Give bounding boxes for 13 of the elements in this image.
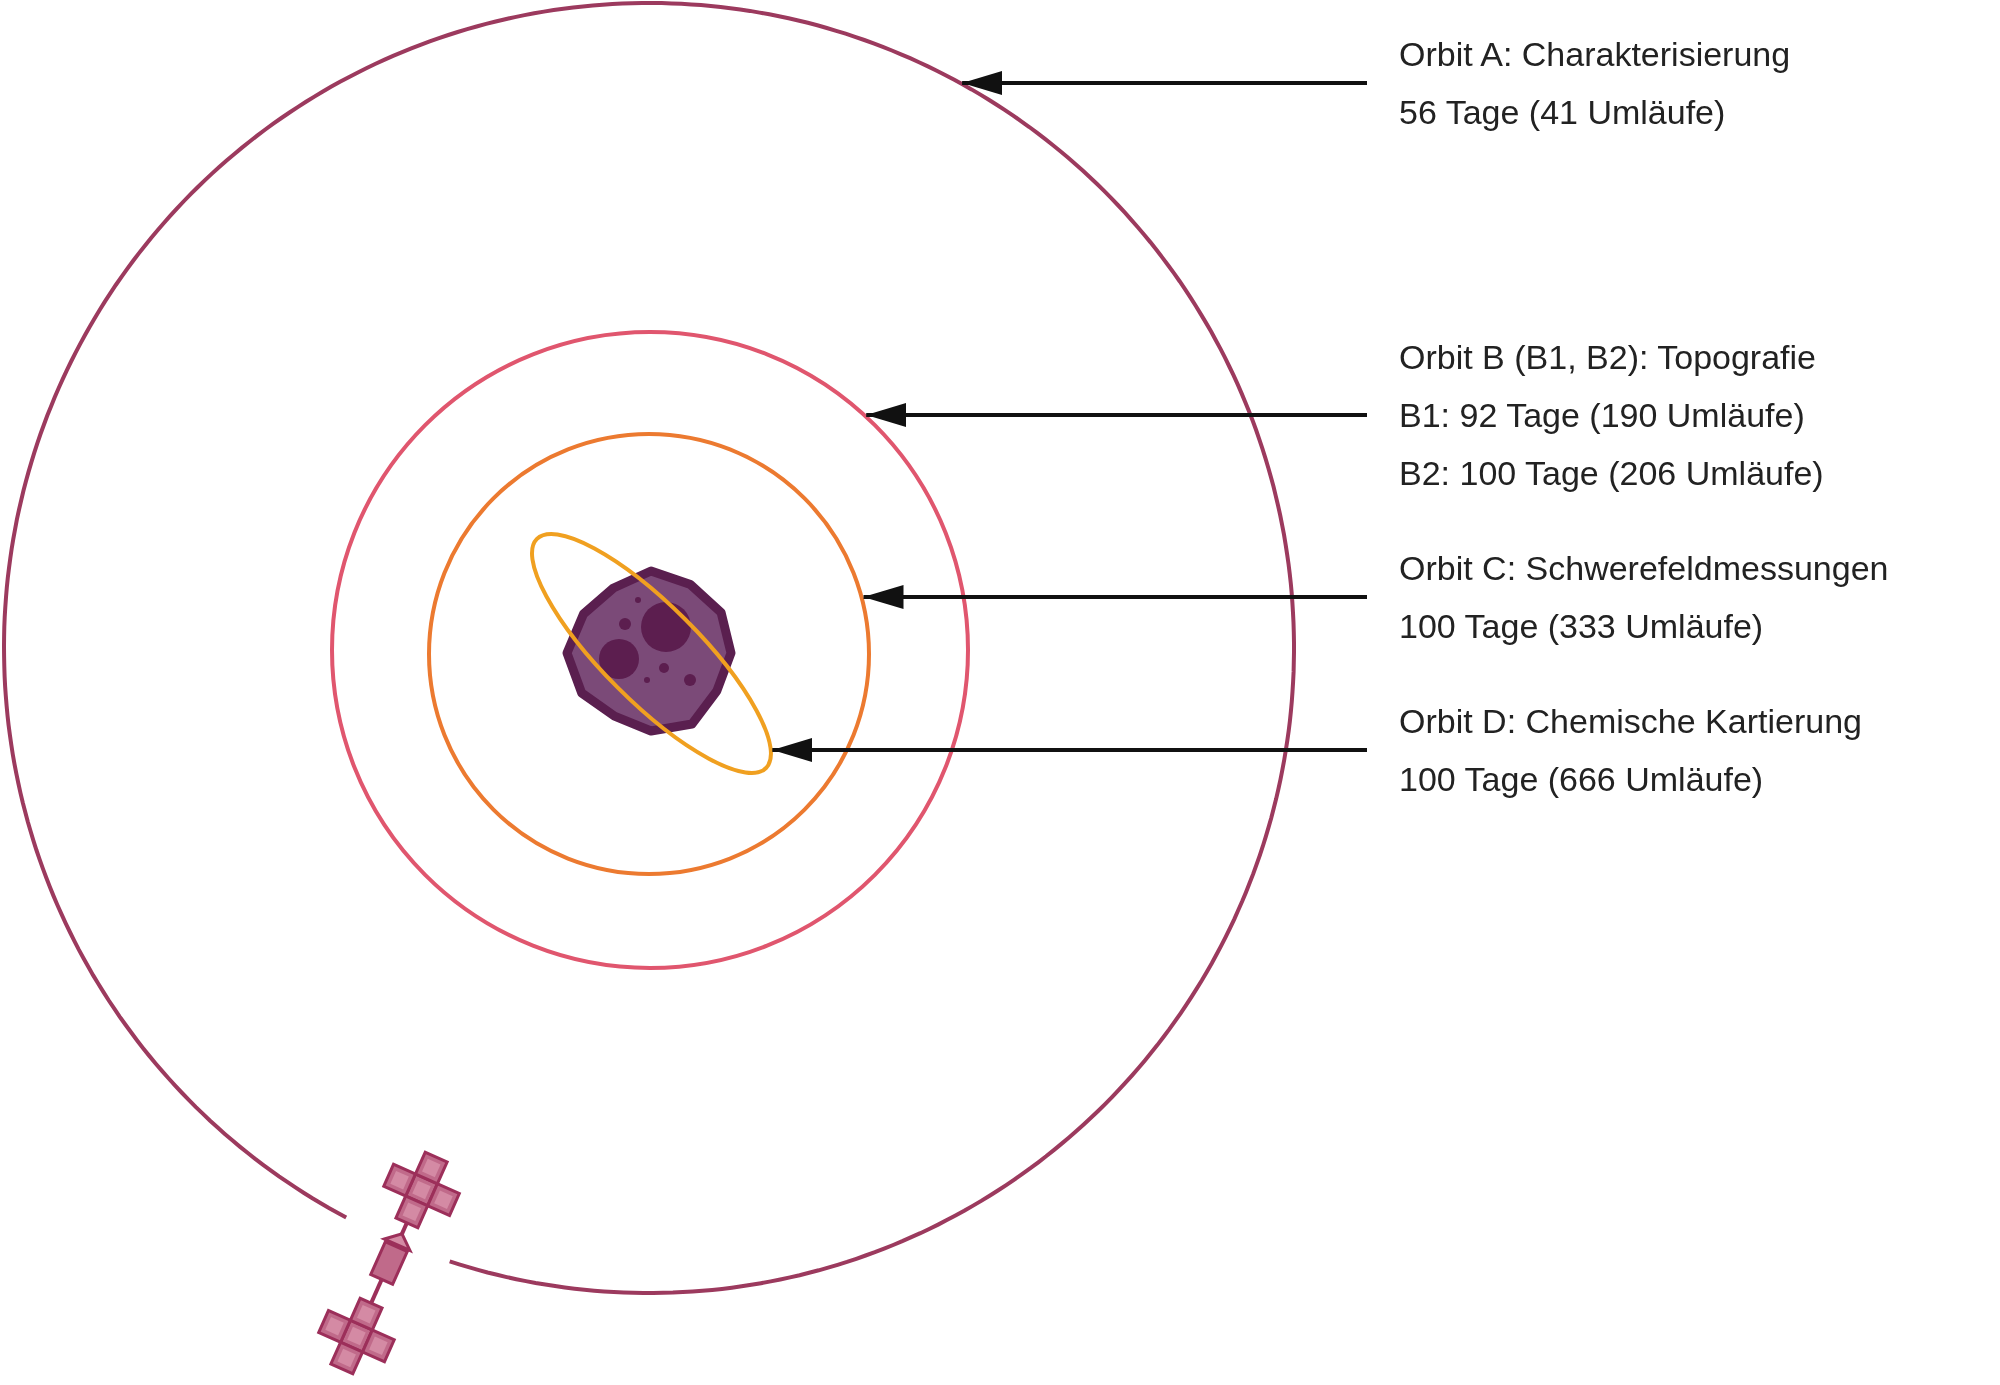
leader-arrow xyxy=(772,738,1367,762)
orbit-label: Orbit B (B1, B2): Topografie xyxy=(1399,337,1817,378)
orbit-label: B2: 100 Tage (206 Umläufe) xyxy=(1399,453,1824,494)
orbit-label: Orbit C: Schwerefeldmessungen xyxy=(1399,548,1889,589)
orbit-label: 100 Tage (333 Umläufe) xyxy=(1399,606,1765,647)
orbit-label: 100 Tage (666 Umläufe) xyxy=(1399,759,1765,800)
orbit-label: Orbit A: Charakterisierung xyxy=(1399,34,1791,75)
leader-arrow xyxy=(866,403,1367,427)
leader-arrow xyxy=(962,71,1367,95)
orbit-label: B1: 92 Tage (190 Umläufe) xyxy=(1399,395,1806,436)
orbit-label: 56 Tage (41 Umläufe) xyxy=(1399,92,1727,133)
orbit-label: Orbit D: Chemische Kartierung xyxy=(1399,701,1862,742)
leader-arrow xyxy=(863,585,1367,609)
